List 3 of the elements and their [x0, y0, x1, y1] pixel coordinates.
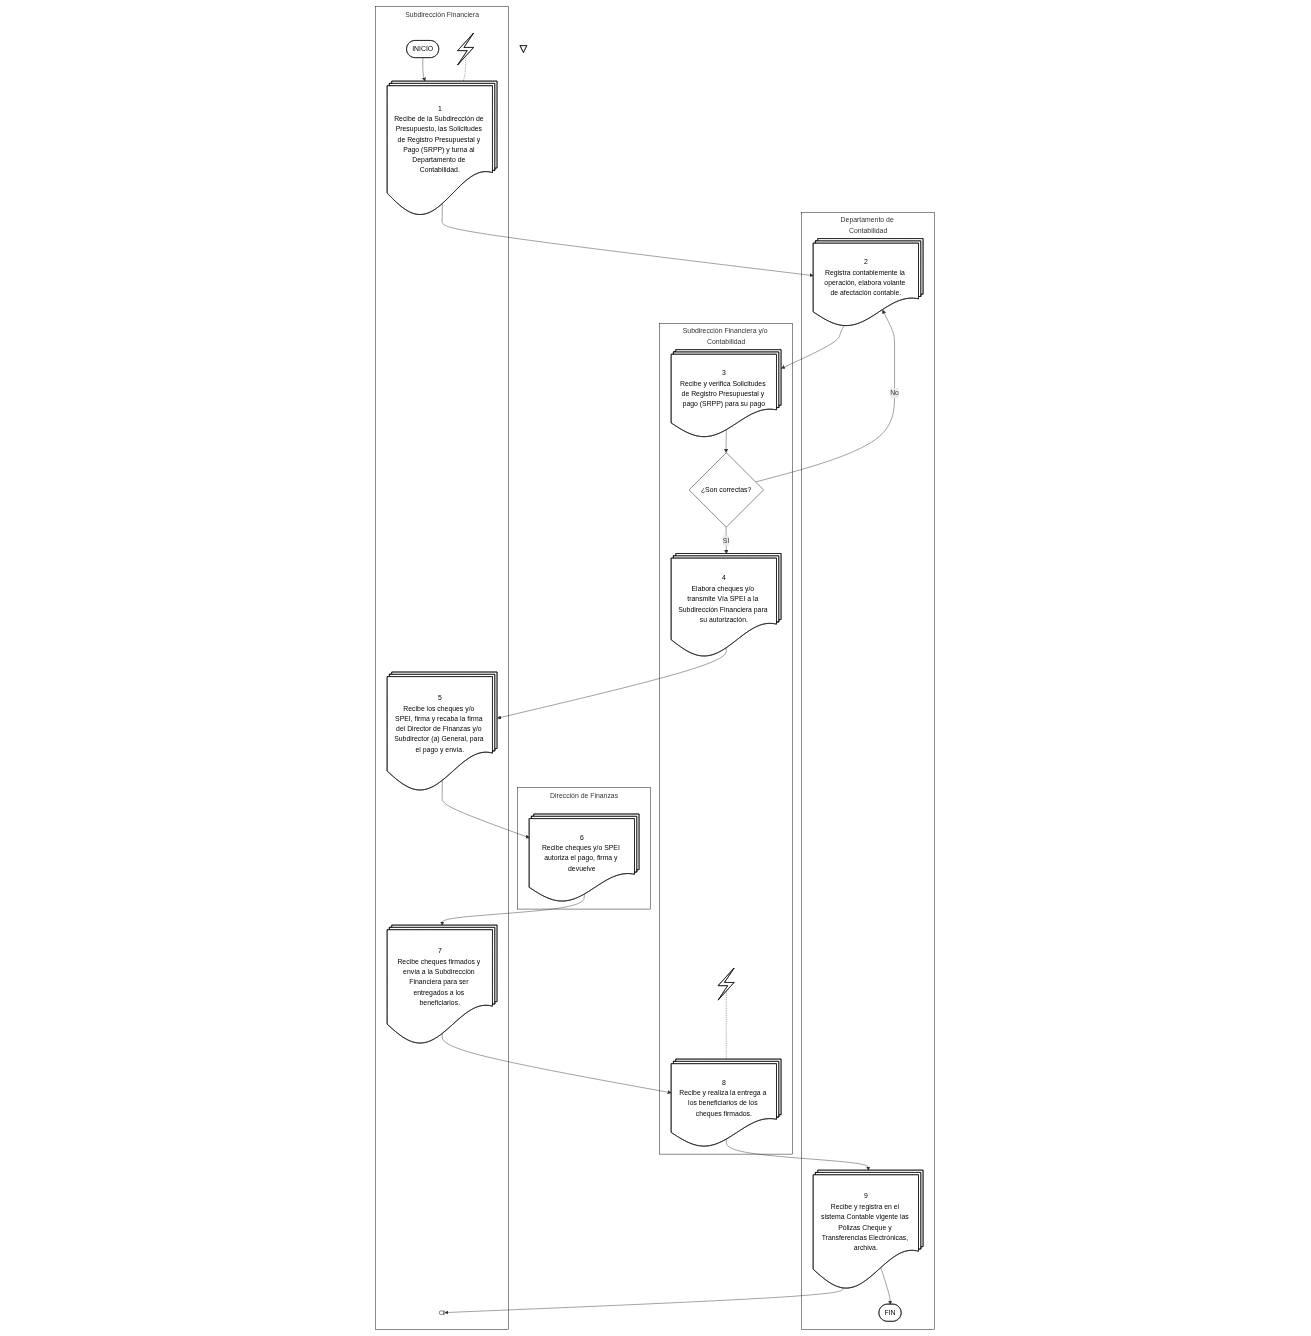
connector — [726, 991, 727, 1060]
node-cylinder — [439, 1310, 446, 1315]
connector — [463, 56, 467, 82]
